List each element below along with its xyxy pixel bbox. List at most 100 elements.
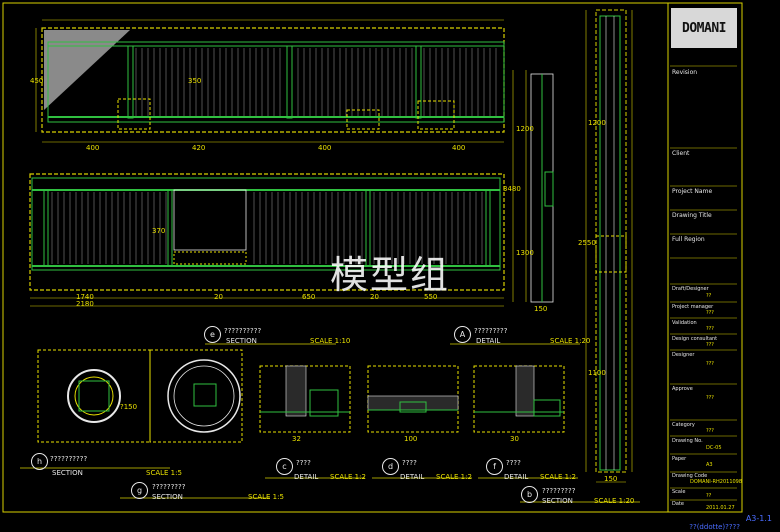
detail-title-c: ???? bbox=[296, 459, 311, 467]
detail-marker-c: c bbox=[276, 458, 293, 475]
tb-row-value-2: ??? bbox=[706, 326, 714, 332]
detail-title-h: ?????????? bbox=[50, 455, 88, 463]
tb-row-label-6: Category bbox=[672, 422, 695, 428]
tb-row-label-11: Date bbox=[672, 501, 684, 507]
detail-scale-d: SCALE 1:2 bbox=[436, 473, 472, 481]
tb-row-value-7: DC-05 bbox=[706, 445, 722, 451]
detail-f bbox=[473, 365, 578, 479]
tb-row-value-10: ?? bbox=[706, 493, 712, 499]
footer-code: ??(ddotte)???? bbox=[689, 523, 740, 531]
dim-bottom-4: 650 bbox=[302, 293, 316, 301]
tb-row-value-8: A3 bbox=[706, 462, 713, 468]
detail-marker-g: g bbox=[131, 482, 148, 499]
detail-dim-f: 30 bbox=[510, 435, 519, 443]
detail-marker-d: d bbox=[382, 458, 399, 475]
tb-row-label-4: Designer bbox=[672, 352, 695, 358]
dim-height-left: 450 bbox=[30, 77, 44, 85]
dim-bottom-6: 550 bbox=[424, 293, 438, 301]
detail-title-f: ???? bbox=[506, 459, 521, 467]
detail-sub-d: DETAIL bbox=[400, 473, 425, 481]
side-dim-4: 150 bbox=[534, 305, 548, 313]
tb-row-label-0: Draft/Designer bbox=[672, 286, 709, 292]
dim-top-3: 400 bbox=[318, 144, 332, 152]
detail-d bbox=[367, 365, 472, 479]
dim-bottom-3: 20 bbox=[214, 293, 223, 301]
detail-sub-b: SECTION bbox=[542, 497, 573, 505]
detail-scale-g: SCALE 1:5 bbox=[248, 493, 284, 501]
side-section bbox=[512, 70, 554, 303]
tb-row-value-1: ??? bbox=[706, 310, 714, 316]
tb-row-label-2: Validation bbox=[672, 320, 697, 326]
tall-dim-2: 2550 bbox=[578, 239, 596, 247]
detail-scale-f: SCALE 1:2 bbox=[540, 473, 576, 481]
detail-dim-h: ?150 bbox=[120, 403, 138, 411]
tb-row-label-10: Scale bbox=[672, 489, 686, 495]
side-dim-3: 3480 bbox=[503, 185, 521, 193]
detail-sub-c: DETAIL bbox=[294, 473, 319, 481]
detail-marker-A: A bbox=[454, 326, 471, 343]
tb-row-value-0: ?? bbox=[706, 293, 712, 299]
sheet-code: A3-1.1 bbox=[745, 514, 772, 523]
tall-dim-1: 1200 bbox=[588, 119, 606, 127]
elevation-bottom bbox=[29, 173, 505, 307]
sheet-border bbox=[2, 2, 743, 513]
detail-marker-h: h bbox=[31, 453, 48, 470]
phase-label: Full Region bbox=[672, 236, 705, 243]
detail-sub-A: DETAIL bbox=[476, 337, 501, 345]
brand-logo: DOMANI bbox=[671, 8, 737, 48]
side-dim-2: 1300 bbox=[516, 249, 534, 257]
tb-row-value-9: DOMANI-RH2011098 bbox=[690, 479, 743, 485]
detail-sub-h: SECTION bbox=[52, 469, 83, 477]
dim-height-mid: 350 bbox=[188, 77, 202, 85]
detail-scale-A: SCALE 1:20 bbox=[550, 337, 591, 345]
tb-row-label-8: Paper bbox=[672, 456, 687, 462]
detail-sub-f: DETAIL bbox=[504, 473, 529, 481]
tb-row-value-11: 2011.01.27 bbox=[706, 505, 735, 511]
detail-c bbox=[259, 365, 365, 479]
elevation-top bbox=[35, 19, 505, 143]
detail-g bbox=[120, 349, 270, 499]
tb-row-label-5: Approve bbox=[672, 386, 693, 392]
title-block-grid bbox=[670, 65, 737, 501]
dim-top-1: 400 bbox=[86, 144, 100, 152]
detail-h bbox=[20, 349, 170, 469]
tall-dim-4: 150 bbox=[604, 475, 618, 483]
dim-top-4: 400 bbox=[452, 144, 466, 152]
tb-row-value-5: ??? bbox=[706, 395, 714, 401]
detail-title-g: ????????? bbox=[152, 483, 186, 491]
detail-scale-b: SCALE 1:20 bbox=[594, 497, 635, 505]
tb-row-label-7: Drawing No. bbox=[672, 438, 703, 444]
dim-bottom-height: 370 bbox=[152, 227, 166, 235]
detail-marker-f: f bbox=[486, 458, 503, 475]
dim-bottom-2: 2180 bbox=[76, 300, 94, 308]
detail-sub-e: SECTION bbox=[226, 337, 257, 345]
detail-scale-c: SCALE 1:2 bbox=[330, 473, 366, 481]
detail-marker-e: e bbox=[204, 326, 221, 343]
dim-top-2: 420 bbox=[192, 144, 206, 152]
dim-bottom-1: 1740 bbox=[76, 293, 94, 301]
detail-dim-c: 32 bbox=[292, 435, 301, 443]
detail-sub-g: SECTION bbox=[152, 493, 183, 501]
detail-title-b: ????????? bbox=[542, 487, 576, 495]
watermark: 模型组 bbox=[330, 253, 451, 297]
project-label: Project Name bbox=[672, 188, 713, 195]
detail-scale-h: SCALE 1:5 bbox=[146, 469, 182, 477]
tb-row-value-6: ??? bbox=[706, 428, 714, 434]
side-dim-1: 1200 bbox=[516, 125, 534, 133]
tall-section bbox=[585, 9, 633, 483]
dim-bottom-5: 20 bbox=[370, 293, 379, 301]
detail-rules bbox=[205, 343, 640, 503]
tb-row-label-3: Design consultant bbox=[672, 336, 718, 342]
detail-title-e: ?????????? bbox=[224, 327, 262, 335]
client-label: Client bbox=[672, 150, 690, 157]
drawing-label: Drawing Title bbox=[672, 212, 712, 219]
detail-dim-d: 100 bbox=[404, 435, 418, 443]
tb-row-value-3: ??? bbox=[706, 342, 714, 348]
tall-dim-3: 1100 bbox=[588, 369, 606, 377]
tb-row-label-9: Drawing Code bbox=[672, 473, 708, 479]
detail-scale-e: SCALE 1:10 bbox=[310, 337, 351, 345]
detail-title-d: ???? bbox=[402, 459, 417, 467]
detail-title-A: ????????? bbox=[474, 327, 508, 335]
